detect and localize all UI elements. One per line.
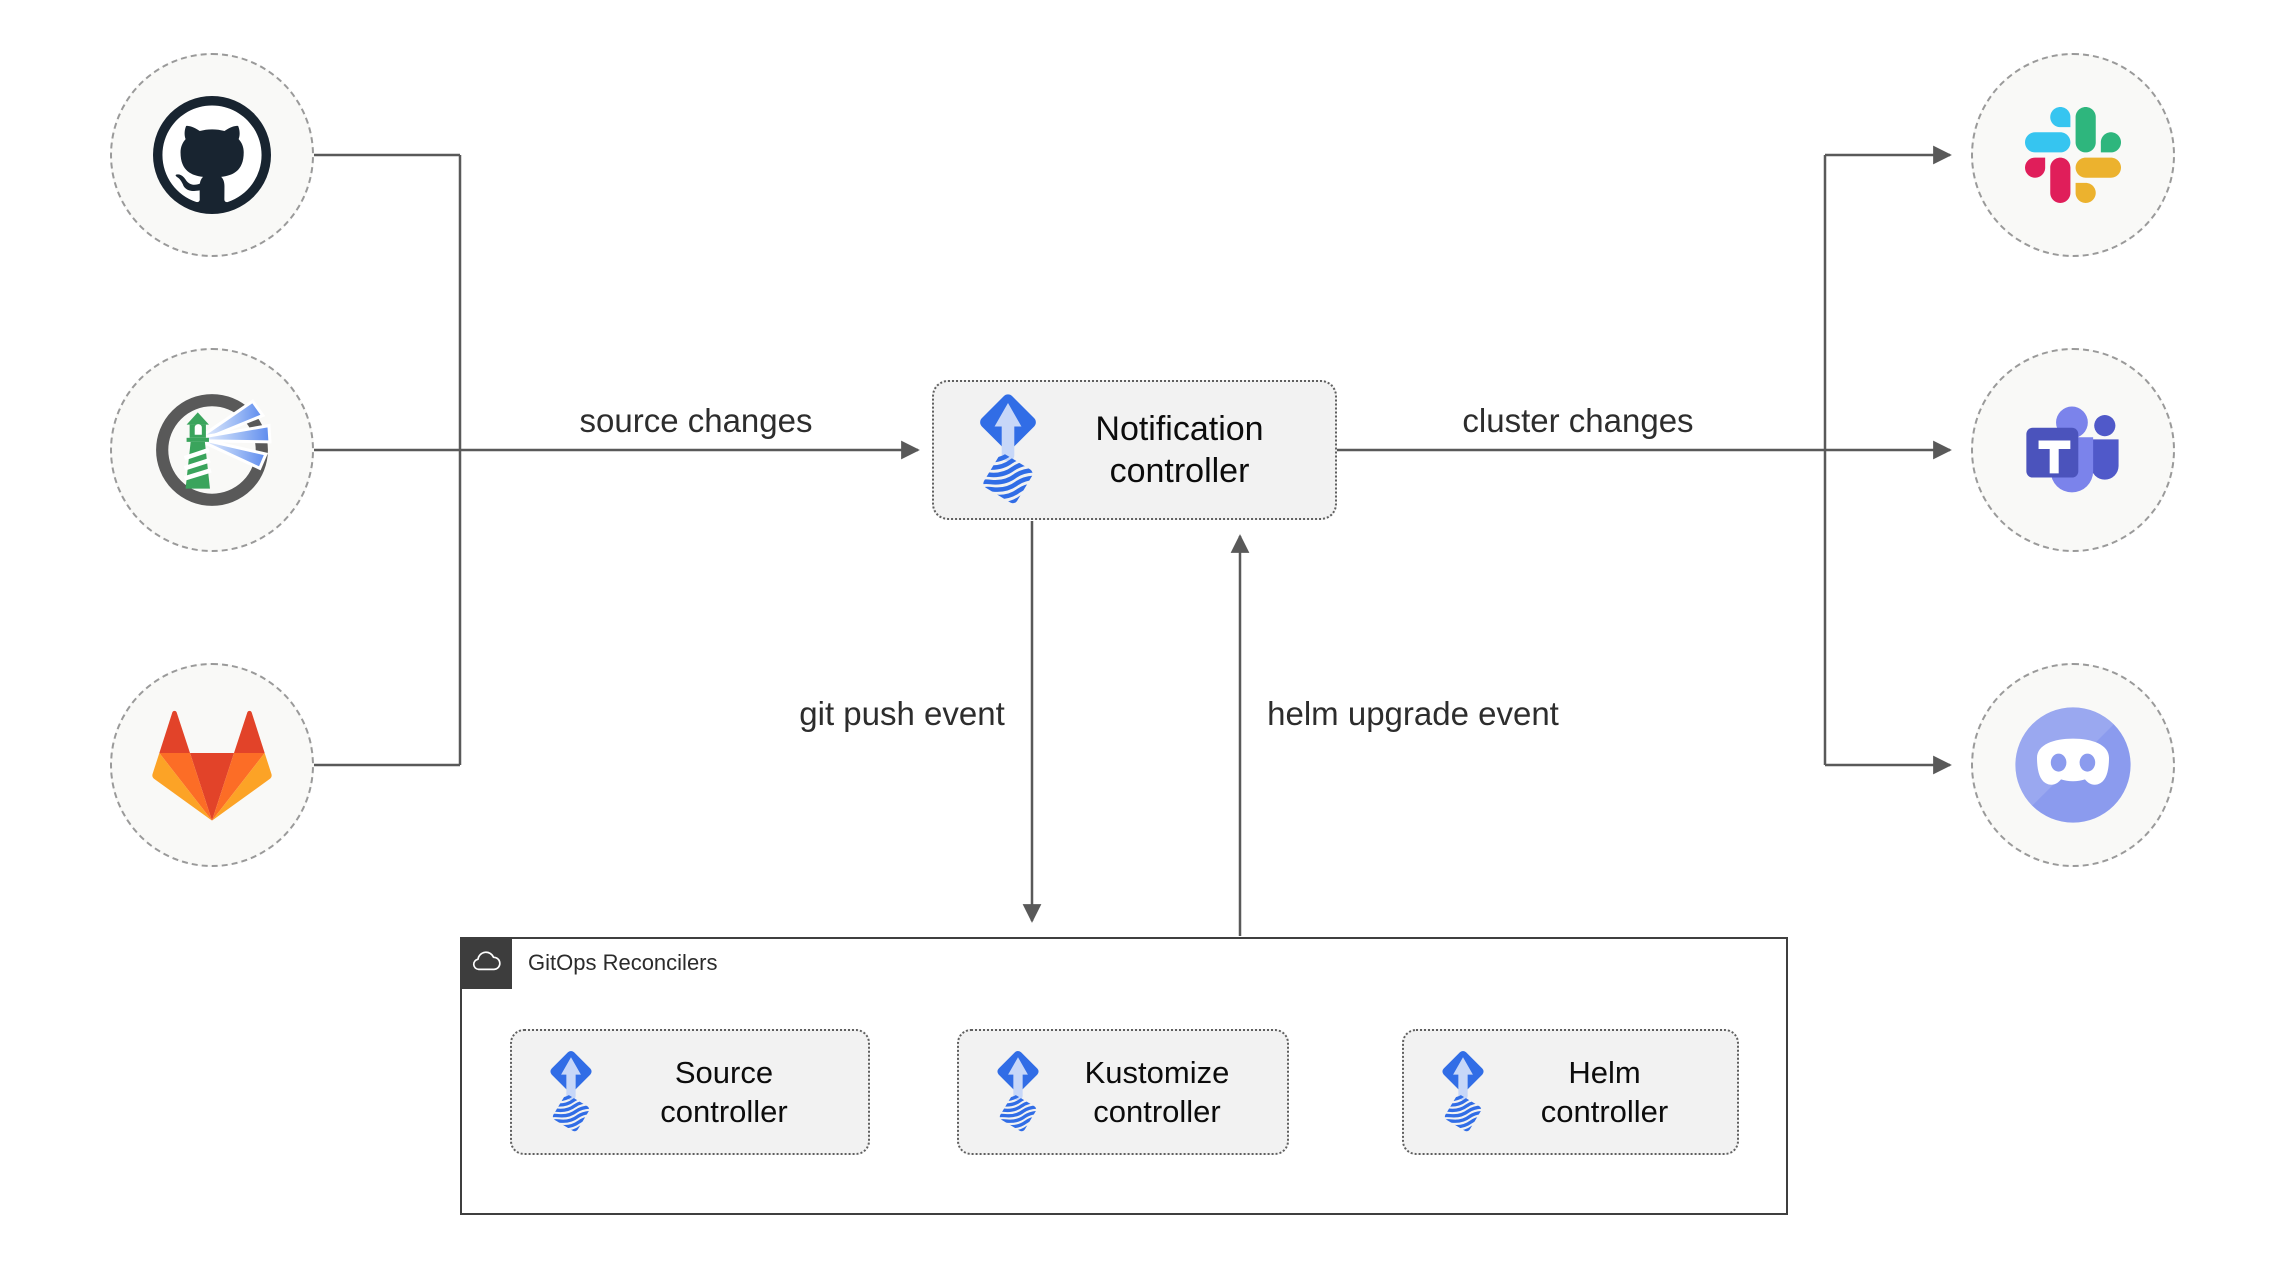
source-controller-box: Source controller xyxy=(510,1029,870,1155)
kustomize-controller-box: Kustomize controller xyxy=(957,1029,1289,1155)
reconcilers-tab xyxy=(459,936,512,989)
flux-icon xyxy=(540,1048,602,1136)
edge-label-cluster-changes: cluster changes xyxy=(1462,402,1694,439)
edge-label-helm-upgrade-event: helm upgrade event xyxy=(1267,695,1559,732)
cloud-icon xyxy=(472,950,501,970)
flux-icon xyxy=(966,391,1050,509)
harbor-icon xyxy=(156,394,272,506)
notification-controller-box: Notification controller xyxy=(932,380,1337,520)
node-discord xyxy=(1971,663,2175,867)
node-harbor xyxy=(110,348,314,552)
node-slack xyxy=(1971,53,2175,257)
flux-icon xyxy=(1432,1048,1494,1136)
edge-label-source-changes: source changes xyxy=(579,402,813,439)
github-icon xyxy=(153,96,271,214)
slack-icon xyxy=(2025,107,2121,203)
microsoft-teams-icon xyxy=(2026,406,2119,493)
node-microsoft-teams xyxy=(1971,348,2175,552)
gitops-reconcilers-box: GitOps Reconcilers Source controller Kus… xyxy=(459,936,1788,1215)
discord-icon xyxy=(2015,707,2131,823)
helm-controller-box: Helm controller xyxy=(1402,1029,1739,1155)
kustomize-controller-label: Kustomize controller xyxy=(1084,1055,1230,1129)
source-controller-label: Source controller xyxy=(660,1055,788,1129)
node-gitlab xyxy=(110,663,314,867)
node-github xyxy=(110,53,314,257)
notification-controller-label: Notification controller xyxy=(1095,410,1264,490)
helm-controller-label: Helm controller xyxy=(1540,1055,1669,1129)
flux-icon xyxy=(987,1048,1049,1136)
reconcilers-title: GitOps Reconcilers xyxy=(528,950,718,975)
edge-label-git-push-event: git push event xyxy=(799,695,1005,732)
gitlab-icon xyxy=(152,710,272,821)
